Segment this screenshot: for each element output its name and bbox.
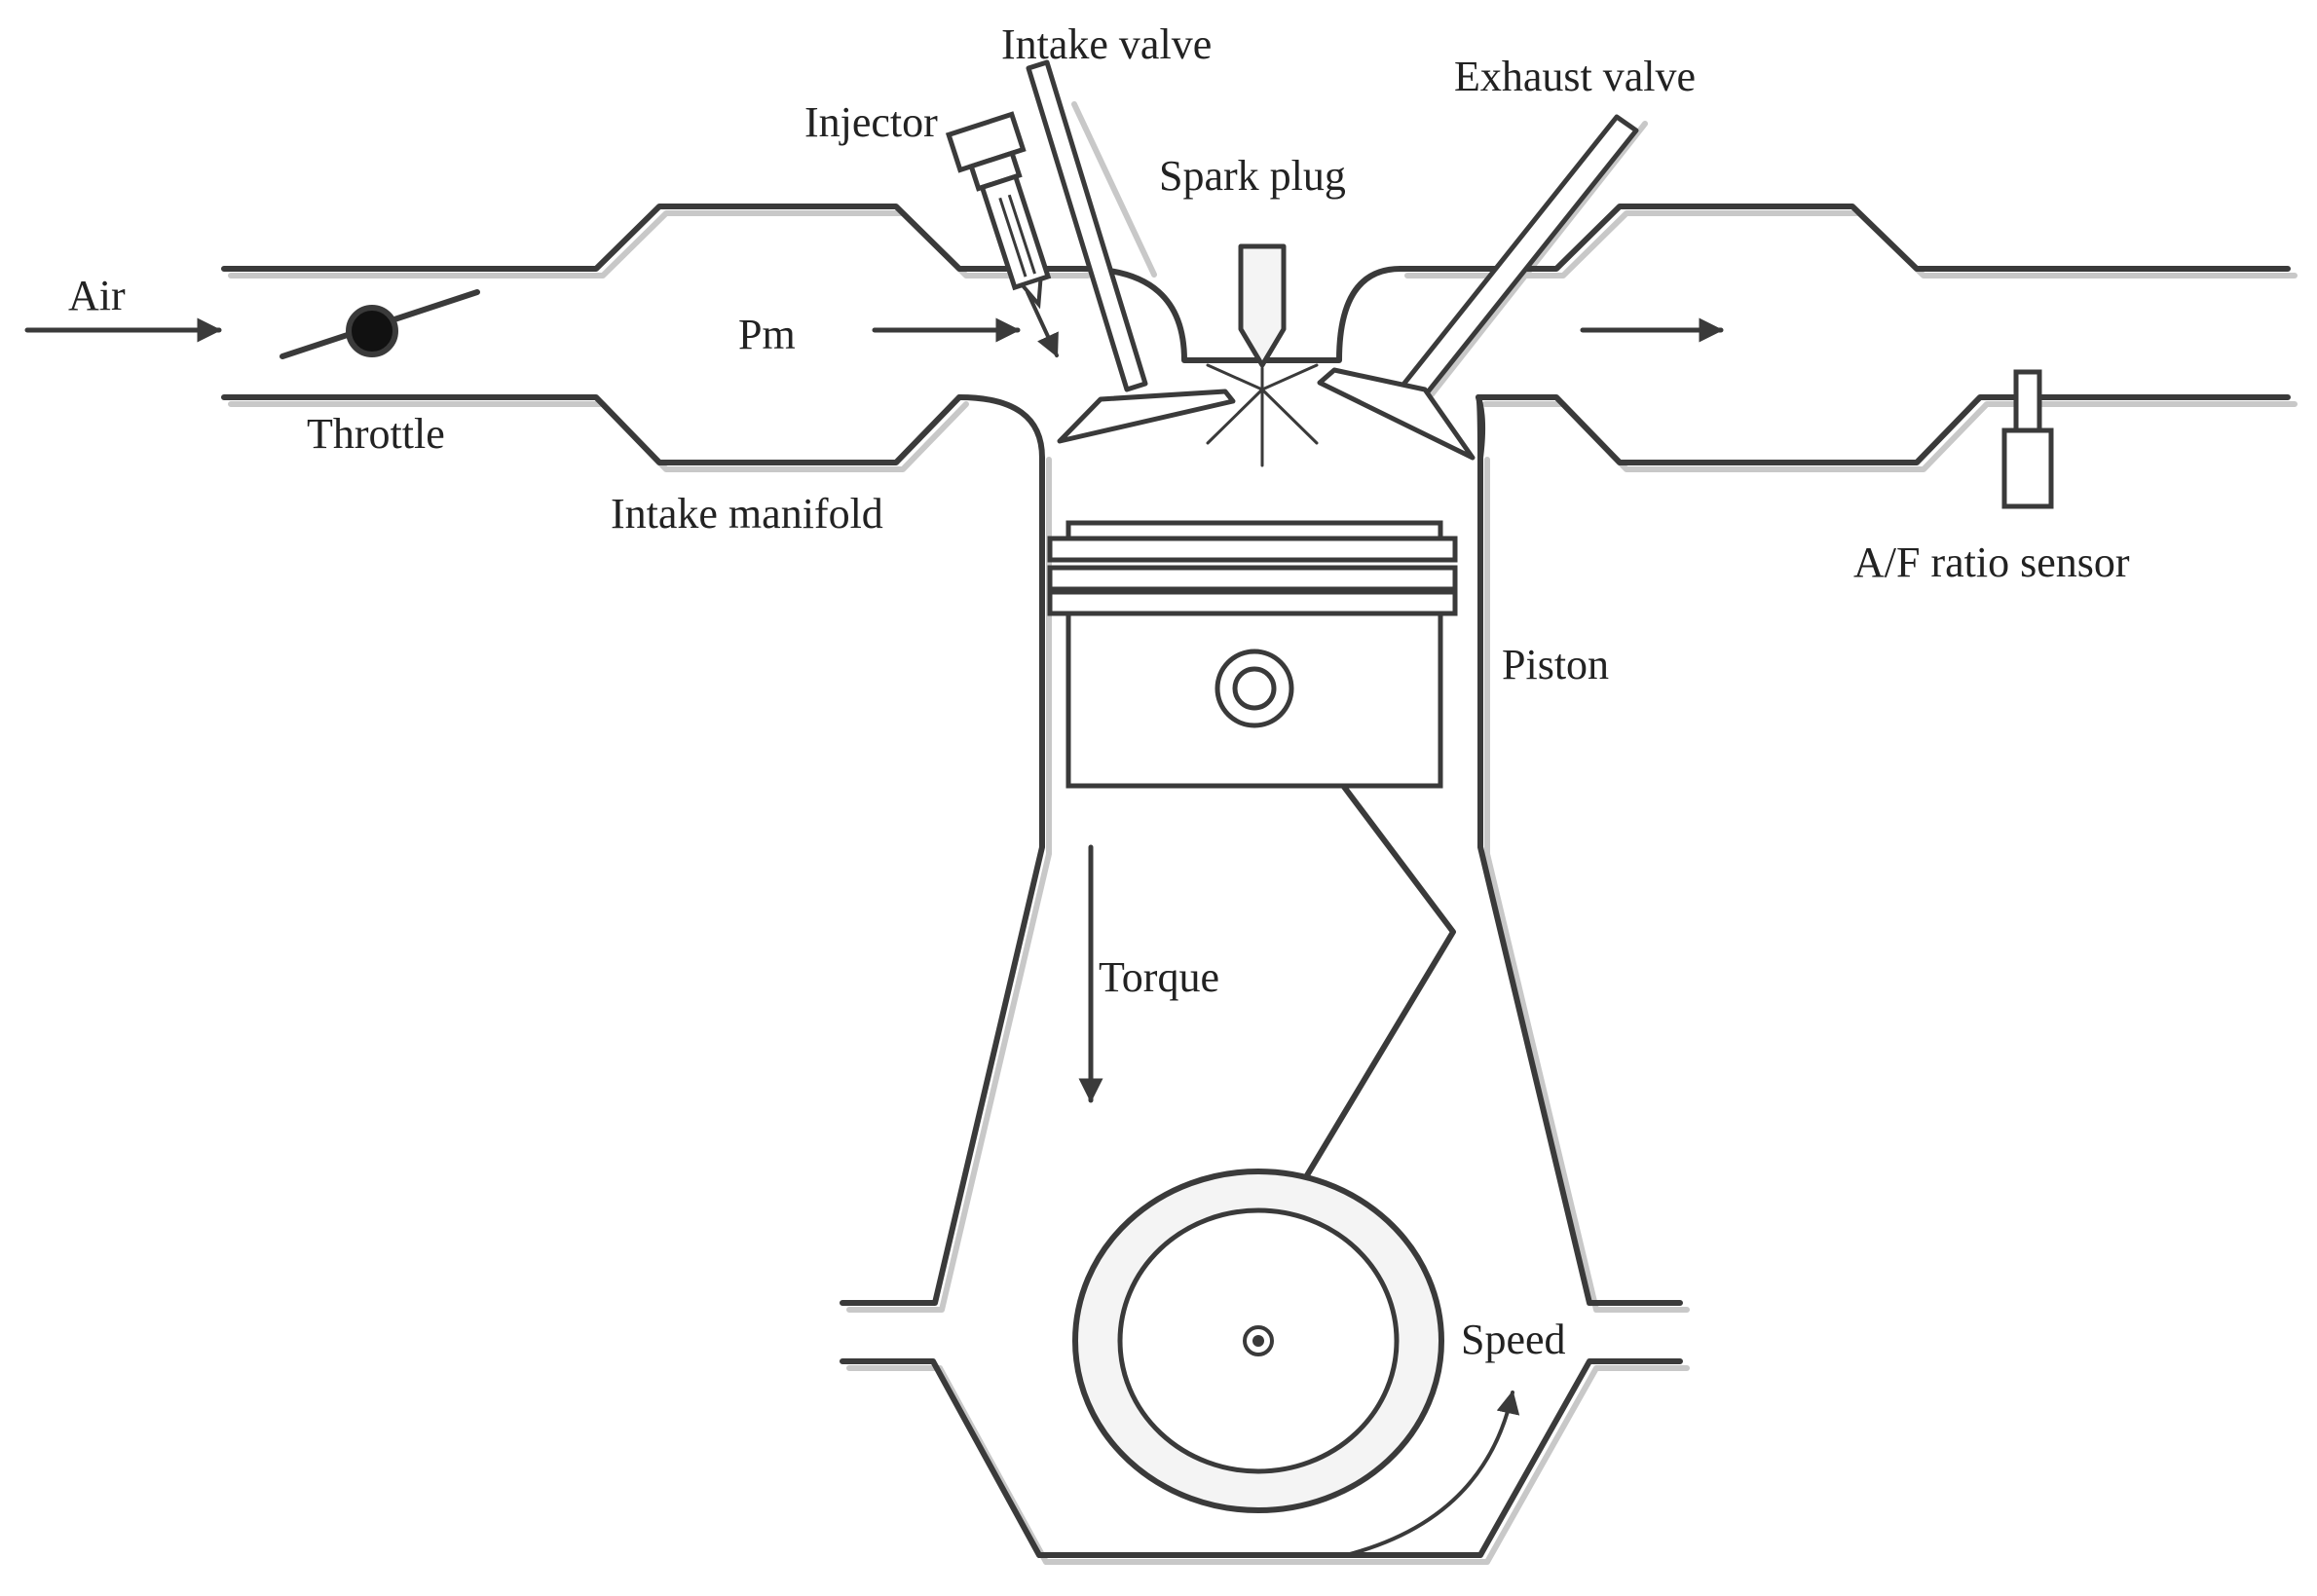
exhaust-pipe-lower bbox=[1476, 394, 2291, 465]
exhaust-valve-label: Exhaust valve bbox=[1454, 53, 1696, 100]
spark-icon bbox=[1206, 363, 1319, 467]
injector-label: Injector bbox=[804, 98, 938, 146]
exhaust-pipe-upper bbox=[1398, 204, 2291, 272]
cylinder-head bbox=[956, 266, 1486, 461]
torque-label: Torque bbox=[1099, 953, 1219, 1001]
fuel-injector bbox=[945, 111, 1052, 310]
intake-manifold-label: Intake manifold bbox=[611, 490, 883, 538]
cylinder-wall-right bbox=[1477, 455, 1683, 1306]
speed-label: Speed bbox=[1461, 1316, 1566, 1363]
crankshaft-flywheel bbox=[1072, 1169, 1444, 1513]
spark-plug-label: Spark plug bbox=[1159, 152, 1346, 200]
intake-valve-label: Intake valve bbox=[1001, 20, 1212, 68]
air-label: Air bbox=[68, 272, 126, 319]
intake-pipe-lower bbox=[221, 394, 962, 465]
throttle-valve bbox=[280, 289, 480, 359]
speed-arrow bbox=[1344, 1390, 1520, 1557]
spark-plug bbox=[1206, 243, 1319, 467]
fuel-spray-arrow bbox=[1026, 290, 1059, 358]
piston bbox=[1047, 520, 1458, 789]
piston-label: Piston bbox=[1502, 641, 1609, 688]
crankcase bbox=[840, 1358, 1683, 1558]
intake-valve bbox=[1026, 59, 1236, 444]
labels: Air Throttle Pm Injector Intake valve Sp… bbox=[68, 20, 2130, 1363]
af-ratio-sensor-label: A/F ratio sensor bbox=[1853, 538, 2130, 586]
intake-pipe-upper bbox=[221, 204, 1084, 272]
throttle-label: Throttle bbox=[307, 410, 445, 458]
af-ratio-sensor bbox=[2001, 369, 2054, 509]
cylinder-wall-left bbox=[840, 455, 1045, 1306]
exhaust-valve bbox=[1317, 114, 1639, 461]
pm-label: Pm bbox=[738, 311, 796, 358]
connecting-rod bbox=[1269, 784, 1456, 1237]
